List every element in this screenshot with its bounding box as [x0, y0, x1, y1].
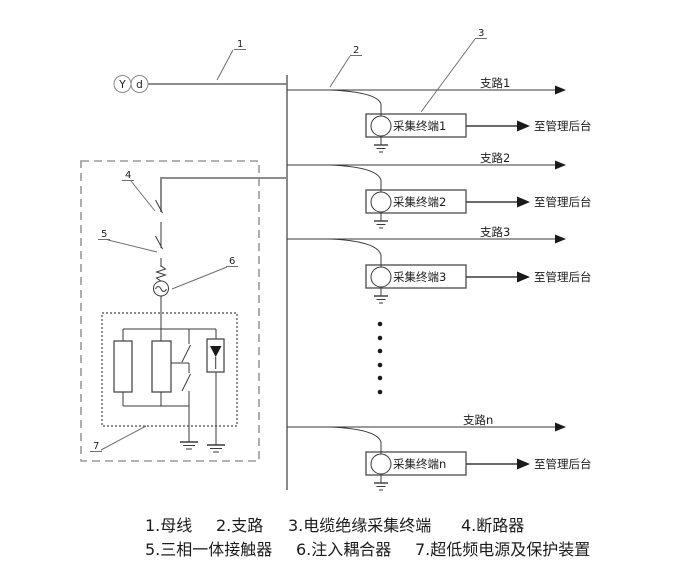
transformer-secondary-label: d: [136, 79, 143, 91]
terminal-label: 采集终端2: [393, 195, 446, 209]
callout-leader: [107, 239, 158, 253]
dest-arrow-icon: [517, 271, 530, 283]
legend-item: 5.三相一体接触器: [145, 540, 272, 559]
dest-label: 至管理后台: [534, 119, 592, 133]
ground-icon: [180, 441, 198, 450]
tap-curve: [329, 426, 382, 443]
switch-contacts: [171, 329, 191, 442]
ground-icon: [374, 482, 388, 491]
branch-1: 支路1 采集终端1 至管理后台: [287, 76, 592, 153]
callout-leader: [100, 425, 147, 451]
tap-curve: [329, 164, 382, 181]
branch-arrow-icon: [555, 85, 566, 95]
tap-curve: [329, 238, 382, 256]
coupler-symbol: [153, 265, 169, 341]
callout-4: 4: [122, 170, 156, 212]
branch-label: 支路2: [480, 151, 510, 165]
callout-number: 5: [101, 229, 107, 240]
legend-item: 1.母线: [145, 516, 192, 535]
callout-leader: [171, 266, 228, 290]
callout-leader: [420, 38, 476, 113]
arrester-symbol: [206, 329, 225, 445]
device-feed-line: [160, 177, 286, 212]
dest-arrow-icon: [517, 196, 530, 208]
callout-number: 1: [237, 39, 243, 50]
contactor-symbol: [155, 235, 163, 267]
callout-3: 3: [420, 28, 487, 113]
legend-item: 4.断路器: [461, 516, 524, 535]
ulf-source-module: [101, 312, 238, 453]
power-protection-device: [80, 160, 286, 462]
callout-7: 7: [90, 425, 147, 452]
dest-arrow-icon: [517, 120, 530, 132]
callout-number: 6: [229, 256, 235, 267]
ground-icon: [374, 295, 388, 304]
callout-5: 5: [98, 229, 158, 253]
dest-label: 至管理后台: [534, 195, 592, 209]
callout-1: 1: [216, 39, 246, 81]
component-block: [113, 340, 133, 393]
ground-icon: [207, 444, 225, 453]
callout-number: 7: [93, 441, 99, 452]
branch-label: 支路1: [480, 76, 510, 90]
callout-6: 6: [171, 256, 238, 290]
callout-2: 2: [329, 45, 362, 88]
device-enclosure: [80, 160, 260, 462]
dest-label: 至管理后台: [534, 457, 592, 471]
transformer-symbol: Y d: [113, 75, 287, 93]
terminal-label: 采集终端1: [393, 119, 446, 133]
terminal-label: 采集终端n: [393, 457, 446, 471]
branch-arrow-icon: [555, 160, 566, 170]
callout-leader: [216, 49, 234, 81]
branch-n: 支路n 采集终端n 至管理后台: [287, 413, 592, 491]
component-block: [151, 340, 172, 393]
callout-number: 2: [353, 45, 359, 56]
ellipsis-dots: [377, 321, 383, 395]
dest-label: 至管理后台: [534, 270, 592, 284]
legend-item: 7.超低频电源及保护装置: [415, 540, 590, 559]
callout-number: 4: [125, 170, 131, 181]
branch-label: 支路3: [480, 225, 510, 239]
branch-arrow-icon: [555, 234, 566, 244]
ground-icon: [374, 144, 388, 153]
branch-label: 支路n: [463, 413, 493, 427]
tap-curve: [329, 89, 382, 105]
branch-3: 支路3 采集终端3 至管理后台: [287, 225, 592, 304]
terminal-label: 采集终端3: [393, 270, 446, 284]
legend-item: 3.电缆绝缘采集终端: [288, 516, 431, 535]
callout-leader: [329, 55, 351, 88]
ground-icon: [374, 220, 388, 229]
legend-item: 6.注入耦合器: [296, 540, 391, 559]
dest-arrow-icon: [517, 458, 530, 470]
callout-leader: [130, 180, 156, 212]
callout-number: 3: [478, 28, 484, 39]
branch-2: 支路2 采集终端2 至管理后台: [287, 151, 592, 229]
breaker-symbol: [155, 199, 163, 248]
legend: 1.母线 2.支路 3.电缆绝缘采集终端 4.断路器 5.三相一体接触器 6.注…: [145, 516, 590, 559]
branch-arrow-icon: [555, 422, 566, 432]
transformer-primary-label: Y: [118, 79, 126, 91]
legend-item: 2.支路: [216, 516, 263, 535]
